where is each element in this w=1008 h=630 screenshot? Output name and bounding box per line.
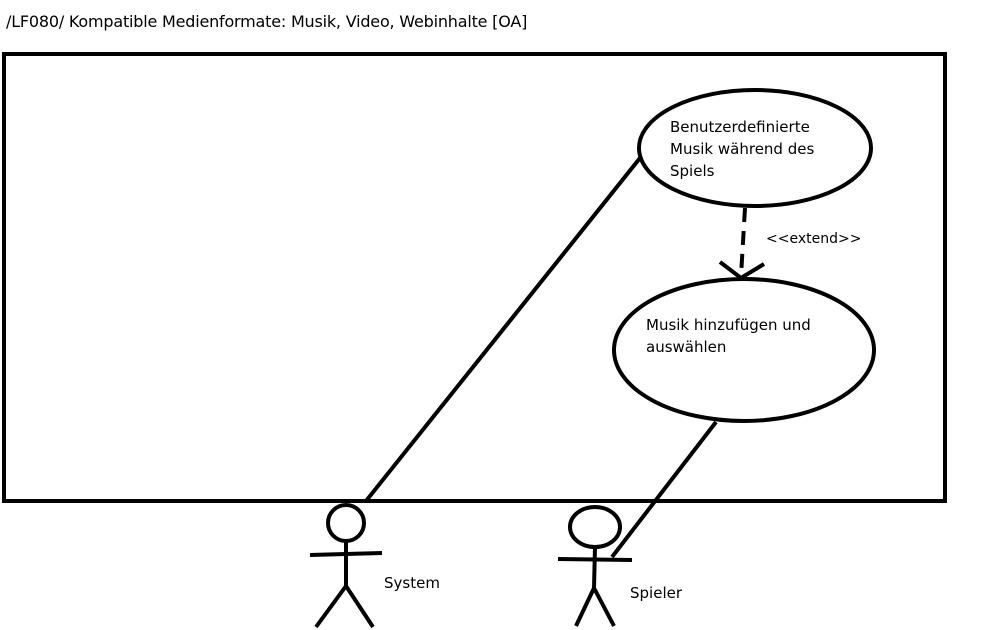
actor-player-right-leg [592, 587, 616, 627]
actor-system-right-leg [344, 584, 375, 629]
actor-player-figure[interactable] [557, 505, 633, 627]
actor-player-arms [557, 557, 633, 562]
actor-system-label: System [384, 574, 440, 592]
actor-player-label: Spieler [630, 584, 683, 602]
extend-label: <<extend>> [766, 231, 862, 247]
association-system-line [364, 156, 642, 503]
use-case-add-select-music-ellipse[interactable] [612, 277, 876, 423]
actor-system-left-leg [314, 584, 348, 629]
use-case-custom-music-label: Benutzerdefinierte Musik während des Spi… [670, 118, 815, 180]
actor-player-head [568, 505, 622, 549]
extend-arrowhead [718, 260, 766, 281]
actor-player-left-leg [574, 587, 596, 627]
system-boundary [2, 52, 947, 503]
actor-system-figure[interactable] [309, 503, 383, 629]
actor-system-head [326, 503, 366, 543]
association-player-line [610, 420, 718, 559]
use-case-add-select-music-label: Musik hinzufügen und auswählen [646, 316, 811, 356]
extend-relation-line [739, 207, 747, 277]
actor-system-arms [309, 551, 383, 557]
diagram-title: /LF080/ Kompatible Medienformate: Musik,… [6, 12, 528, 31]
actor-player-body [592, 546, 597, 589]
use-case-custom-music-ellipse[interactable] [637, 88, 873, 208]
